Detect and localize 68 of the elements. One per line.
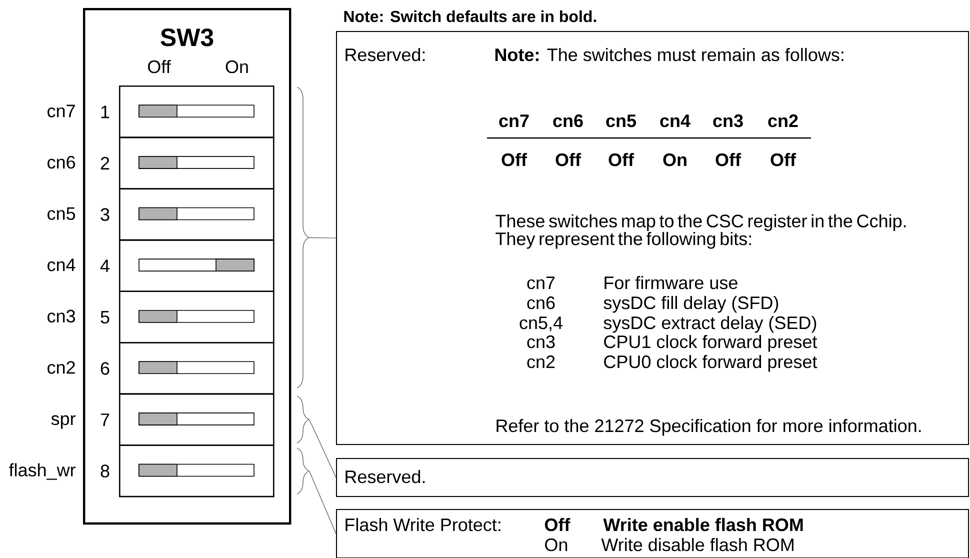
table-header: cn3: [713, 114, 743, 128]
switch-number: 3: [100, 208, 110, 221]
switch-number: 2: [100, 156, 110, 170]
table-header: cn7: [499, 114, 529, 128]
bit-name: cn5,4: [520, 316, 562, 332]
table-cell: Off: [770, 152, 796, 166]
switch-row: [48, 188, 274, 241]
switch-number: 8: [100, 464, 110, 478]
switch-number: 7: [100, 414, 110, 426]
bit-description: sysDC fill delay (SFD): [604, 296, 778, 313]
switch-number: 5: [100, 310, 110, 324]
brace: [296, 86, 310, 388]
leader-line: [309, 237, 336, 238]
bit-description: CPU0 clock forward preset: [604, 354, 818, 372]
table-header: cn5: [606, 114, 636, 128]
switch-row: [51, 393, 274, 446]
switch-row: [48, 239, 274, 292]
signal-name: flash_wr: [9, 463, 76, 480]
setting-description: Write enable flash ROM: [603, 518, 803, 532]
signal-name: spr: [51, 415, 76, 429]
setting-value: Off: [544, 518, 570, 532]
signal-name: cn2: [48, 361, 75, 374]
title: SW3: [160, 28, 214, 46]
signal-name: cn3: [48, 310, 75, 323]
switch-row: [48, 290, 274, 344]
switch-number: 1: [101, 106, 110, 118]
paragraph: These switches map to the CSC register in the Cchip. They represent the following bits:: [496, 214, 906, 249]
info-panel: [336, 509, 969, 558]
column-heading: On: [226, 60, 248, 74]
panel-label: Reserved:: [346, 48, 425, 62]
leader-line: [309, 419, 336, 478]
brace: [296, 396, 310, 444]
switch-row: [9, 444, 274, 498]
panel-label: Reserved.: [346, 470, 425, 484]
switch-number: 4: [100, 260, 110, 272]
switch-row: [48, 86, 274, 138]
signal-name: cn5: [48, 207, 76, 220]
switch-number: 6: [100, 362, 110, 375]
info-panel: [336, 458, 969, 497]
setting-description: Write disable flash ROM: [601, 538, 794, 552]
switch-block: [83, 8, 292, 525]
table-cell: Off: [608, 152, 634, 166]
bit-name: cn7: [527, 276, 555, 290]
leader-line: [309, 470, 336, 534]
signal-name: cn4: [48, 258, 76, 272]
bit-description: CPU1 clock forward preset: [604, 334, 818, 352]
table-cell: On: [663, 153, 686, 166]
switch-row: [48, 136, 274, 190]
setting-value: On: [545, 538, 568, 552]
info-panel: [336, 31, 969, 445]
bit-name: cn3: [527, 335, 555, 348]
panel-label: Flash Write Protect:: [346, 518, 500, 532]
bit-description: sysDC extract delay (SED): [604, 316, 816, 333]
bit-description: For firmware use: [604, 276, 738, 290]
switch-row: [48, 342, 274, 395]
brace: [296, 448, 310, 494]
signal-name: cn7: [48, 104, 75, 118]
signal-name: cn6: [48, 156, 75, 169]
table-cell: Off: [502, 152, 528, 166]
note-text: Note: The switches must remain as follows:: [495, 48, 844, 62]
table-header: cn4: [660, 114, 690, 128]
table-cell: Off: [716, 152, 742, 166]
table-cell: Off: [556, 152, 582, 166]
bit-name: cn6: [527, 296, 555, 310]
table-header: cn2: [768, 114, 798, 128]
table-header: cn6: [553, 114, 583, 128]
bit-name: cn2: [527, 355, 555, 368]
note-text: Refer to the 21272 Specification for more information.: [496, 418, 921, 436]
